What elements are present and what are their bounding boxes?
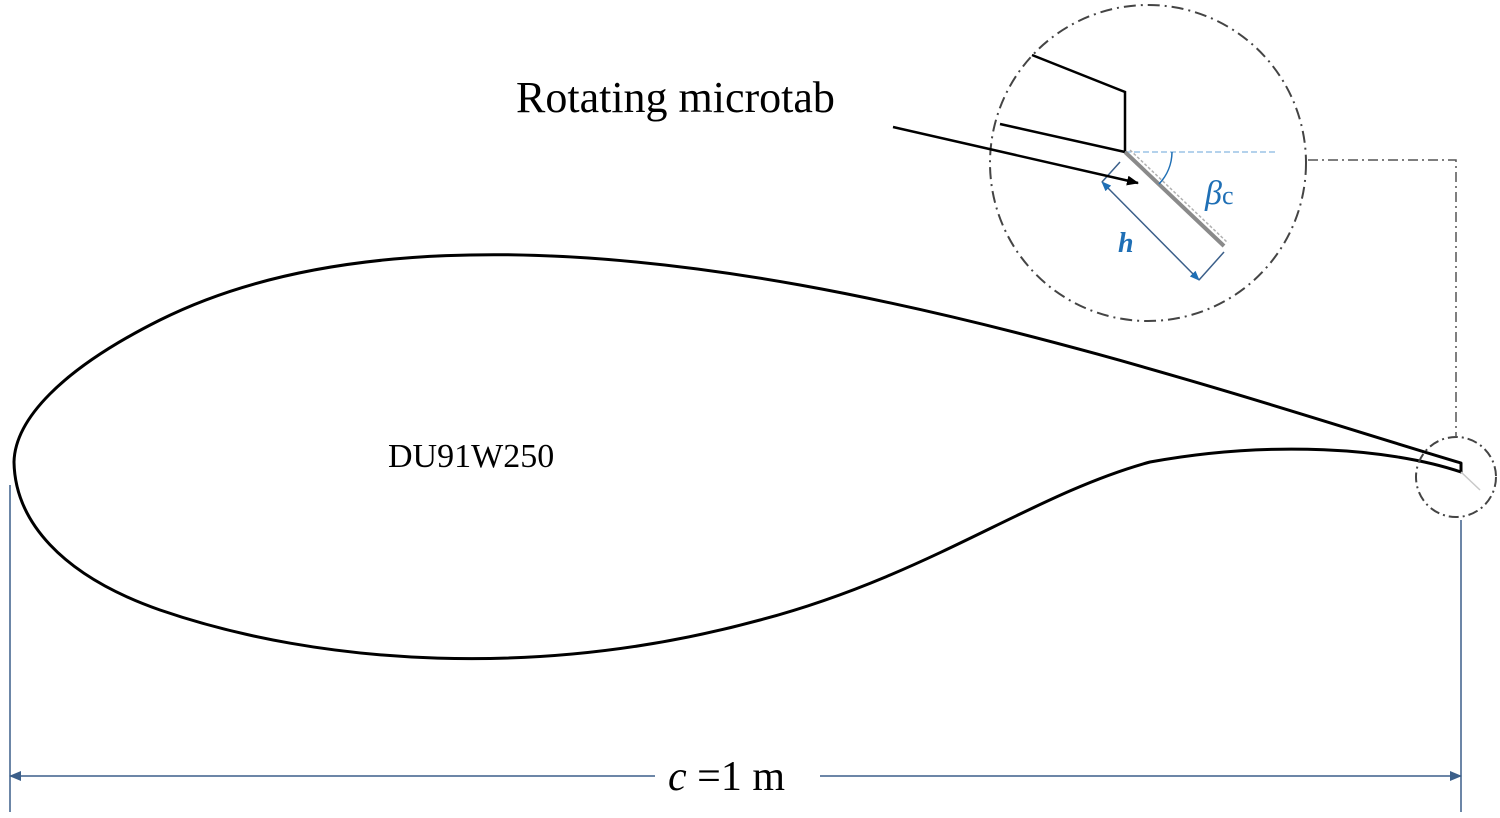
chord-label: c =1 m bbox=[668, 754, 785, 800]
detail-leader-line bbox=[1308, 159, 1457, 437]
chord-variable: c bbox=[668, 754, 687, 800]
chord-value: =1 m bbox=[687, 754, 786, 800]
height-dimension-line bbox=[1101, 181, 1200, 281]
trailing-edge-tab-mark bbox=[1460, 471, 1481, 491]
height-extension-line bbox=[1198, 251, 1225, 281]
height-extension-line-top bbox=[1101, 161, 1121, 183]
magnified-lower-surface bbox=[999, 122, 1126, 154]
beta-angle-label: βc bbox=[1204, 175, 1233, 212]
magnified-upper-surface bbox=[1031, 53, 1127, 152]
magnified-detail-circle bbox=[989, 4, 1307, 322]
callout-label: Rotating microtab bbox=[516, 73, 835, 122]
beta-subscript: c bbox=[1222, 181, 1234, 210]
height-label: h bbox=[1118, 228, 1134, 259]
trailing-edge-detail-circle bbox=[1415, 436, 1497, 518]
beta-symbol: β bbox=[1204, 175, 1222, 212]
airfoil-outline bbox=[12, 253, 1463, 661]
callout-arrow bbox=[892, 125, 1139, 186]
airfoil-name-label: DU91W250 bbox=[388, 438, 554, 475]
